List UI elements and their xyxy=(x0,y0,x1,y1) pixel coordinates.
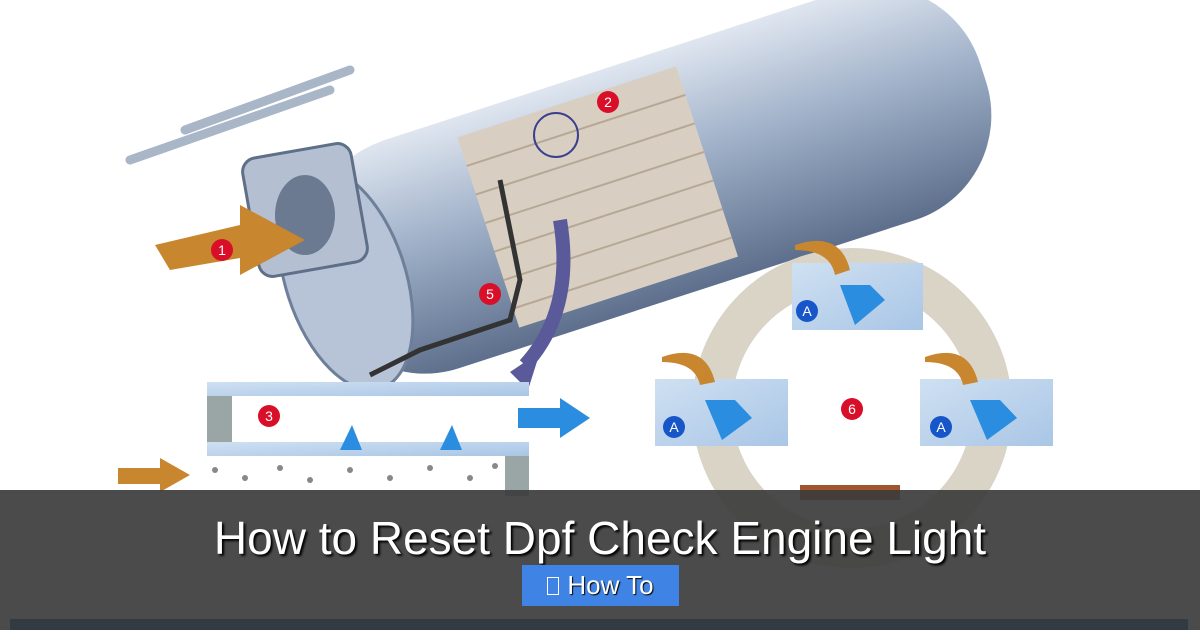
category-badge-how-to[interactable]: How To xyxy=(522,565,679,606)
svg-text:A: A xyxy=(669,419,679,435)
svg-text:1: 1 xyxy=(218,242,226,258)
folder-icon xyxy=(547,576,560,595)
filter-canister xyxy=(276,0,992,392)
page-title: How to Reset Dpf Check Engine Light xyxy=(213,512,987,564)
bottom-bar xyxy=(10,619,1188,630)
svg-text:2: 2 xyxy=(604,94,612,110)
svg-text:6: 6 xyxy=(848,401,856,417)
svg-text:3: 3 xyxy=(265,408,273,424)
svg-text:5: 5 xyxy=(486,286,494,302)
title-overlay xyxy=(0,490,1200,630)
svg-text:A: A xyxy=(802,303,812,319)
svg-text:A: A xyxy=(936,419,946,435)
category-badge-label: How To xyxy=(567,570,654,600)
